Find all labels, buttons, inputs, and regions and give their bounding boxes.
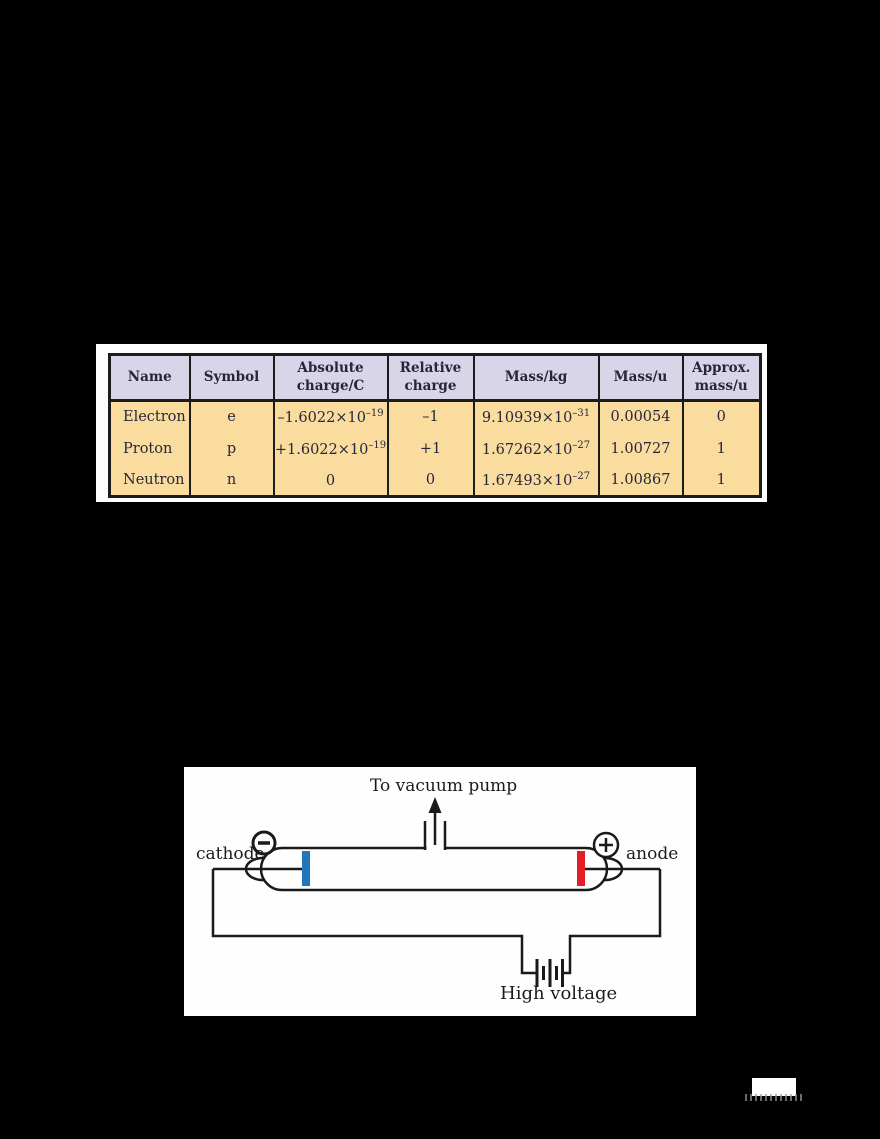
header-cell-approx-mass: Approx. mass/u [681,354,762,403]
pump-opening [426,845,444,851]
cell-relative-charge: 0 [386,464,475,497]
table-row-proton: Proton p +1.6022×10–19 +1 1.67262×10–27 … [108,432,762,465]
left-wire [211,869,536,975]
positive-terminal-icon [592,831,620,859]
cell-relative-charge: +1 [386,432,475,465]
cell-absolute-charge: +1.6022×10–19 [272,432,389,465]
particle-table: Name Symbol Absolute charge/C Relative c… [108,353,762,499]
page-artifact-box [752,1078,796,1096]
cathode-label: cathode [196,844,265,864]
cell-name: Neutron [108,464,191,497]
cell-mass-u: 1.00727 [597,432,684,465]
anode-electrode-bar [577,851,585,886]
cell-symbol: n [188,464,275,497]
header-cell-name: Name [108,354,191,403]
tube-body [259,846,609,892]
header-cell-relative-charge: Relative charge [386,354,475,403]
cell-mass-kg: 1.67493×10–27 [472,464,600,497]
cell-symbol: p [188,432,275,465]
header-cell-absolute-charge: Absolute charge/C [272,354,389,403]
table-row-neutron: Neutron n 0 0 1.67493×10–27 1.00867 1 [108,464,762,497]
battery-icon [535,959,564,987]
cell-mass-u: 0.00054 [597,400,684,433]
cell-approx-mass: 1 [681,432,762,465]
particle-table-panel: Name Symbol Absolute charge/C Relative c… [96,344,767,502]
right-wire [562,869,662,975]
vacuum-pump-label: To vacuum pump [370,776,518,796]
cell-name: Electron [108,400,191,433]
cell-relative-charge: –1 [386,400,475,433]
cell-mass-kg: 9.10939×10–31 [472,400,600,433]
cell-absolute-charge: –1.6022×10–19 [272,400,389,433]
anode-label: anode [626,844,679,864]
table-row-electron: Electron e –1.6022×10–19 –1 9.10939×10–3… [108,400,762,433]
vacuum-arrow-icon [428,797,442,813]
cell-symbol: e [188,400,275,433]
cathode-electrode-bar [302,851,310,886]
high-voltage-label: High voltage [500,983,618,1004]
header-cell-symbol: Symbol [188,354,275,403]
cell-approx-mass: 0 [681,400,762,433]
header-cell-mass-u: Mass/u [597,354,684,403]
header-cell-mass-kg: Mass/kg [472,354,600,403]
cell-mass-kg: 1.67262×10–27 [472,432,600,465]
cell-mass-u: 1.00867 [597,464,684,497]
cell-name: Proton [108,432,191,465]
cell-approx-mass: 1 [681,464,762,497]
negative-terminal-icon [251,830,277,856]
table-header-row: Name Symbol Absolute charge/C Relative c… [108,354,762,403]
page-artifact-smudge [745,1094,802,1101]
cathode-ray-figure-panel: To vacuum pump cathode anode High voltag… [184,767,696,1016]
cathode-ray-figure [211,797,662,987]
cell-absolute-charge: 0 [272,464,389,497]
